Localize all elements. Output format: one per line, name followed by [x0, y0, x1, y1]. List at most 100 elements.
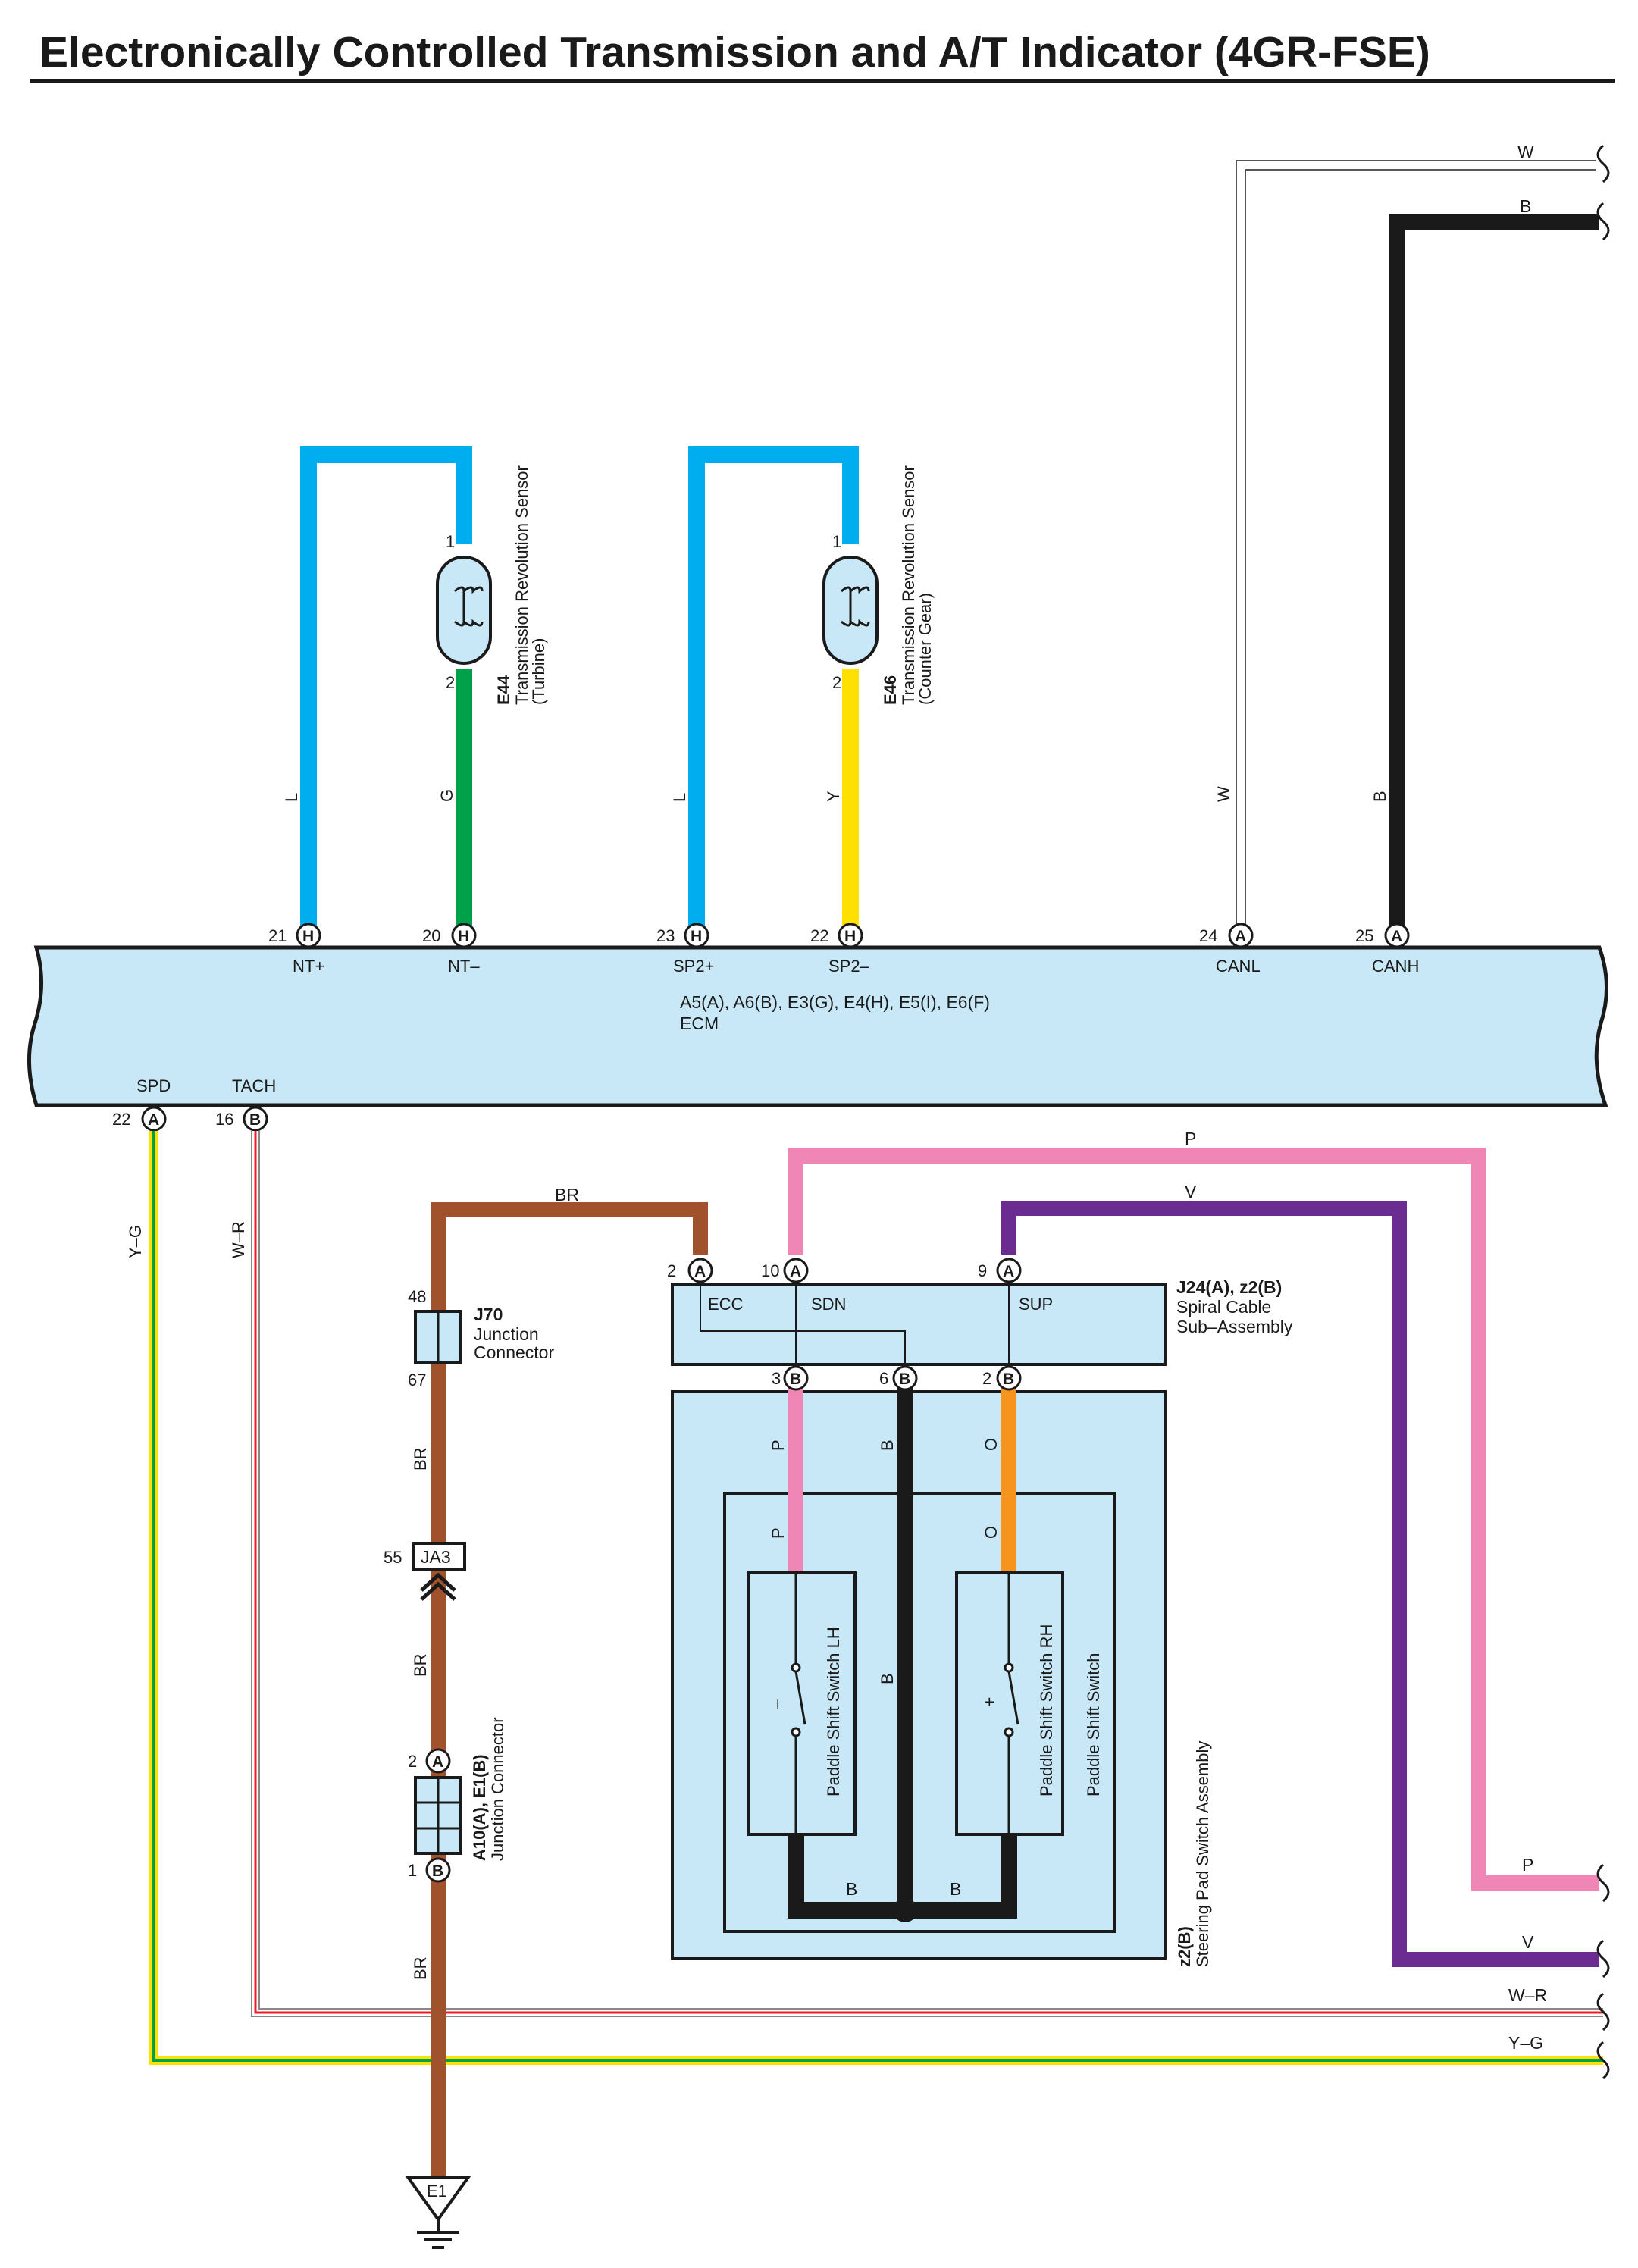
a10-pin-top: 2	[408, 1752, 417, 1771]
svg-text:16: 16	[215, 1110, 233, 1129]
svg-text:A: A	[1235, 928, 1246, 945]
svg-text:25: 25	[1355, 926, 1373, 945]
svg-text:9: 9	[978, 1261, 987, 1280]
svg-text:22: 22	[112, 1110, 130, 1129]
svg-text:21: 21	[268, 926, 287, 945]
j70-id: J70	[474, 1305, 503, 1324]
splice-b	[893, 1898, 917, 1922]
wire-label-br-top: BR	[555, 1185, 579, 1204]
svg-text:H: H	[302, 928, 314, 945]
ecm-pin-nt-plus: H 21 NT+	[268, 923, 324, 976]
a10-name: Junction Connector	[488, 1717, 507, 1861]
svg-text:A: A	[1391, 928, 1402, 945]
wire-label-w-top: W	[1517, 142, 1534, 161]
svg-text:23: 23	[656, 926, 675, 945]
svg-text:H: H	[691, 928, 702, 945]
wire-label-y: Y	[824, 791, 843, 802]
j70-pin-top: 48	[408, 1287, 426, 1306]
spiral-name2: Sub–Assembly	[1176, 1317, 1293, 1336]
svg-text:SPD: SPD	[136, 1076, 171, 1095]
svg-text:B: B	[790, 1371, 801, 1388]
paddle-switch-label: Paddle Shift Switch	[1084, 1652, 1103, 1797]
wire-label-b: B	[1370, 791, 1389, 802]
ecm-pin-sp2-minus: H 22 SP2–	[810, 923, 870, 976]
wire-label-wr-right: W–R	[1508, 1985, 1547, 2005]
wire-b-canh	[1389, 214, 1599, 931]
ecm-name: ECM	[680, 1013, 719, 1033]
wire-label-yg-right: Y–G	[1508, 2033, 1543, 2053]
spiral-pin-10a: A 10	[761, 1258, 809, 1283]
ja3-chevron-icon	[420, 1572, 456, 1601]
steering-name: Steering Pad Switch Assembly	[1193, 1741, 1212, 1967]
svg-text:H: H	[458, 928, 469, 945]
spiral-pin-6b: B 6	[879, 1365, 918, 1391]
switch-lh-label: Paddle Shift Switch LH	[824, 1627, 843, 1797]
svg-text:H: H	[844, 928, 856, 945]
e46-pin1: 1	[832, 532, 841, 551]
svg-text:20: 20	[422, 926, 440, 945]
wire-label-b-bot2: B	[950, 1879, 961, 1899]
wire-label-p2: P	[769, 1527, 788, 1539]
wire-label-p1: P	[769, 1439, 788, 1451]
svg-text:B: B	[249, 1111, 261, 1129]
wire-label-l2: L	[670, 793, 689, 802]
svg-text:22: 22	[810, 926, 828, 945]
spiral-internal-ecc	[700, 1283, 906, 1364]
svg-text:CANL: CANL	[1216, 957, 1261, 976]
switch-rh-contact-icon	[1004, 1573, 1019, 1834]
wire-label-wr: W–R	[229, 1221, 248, 1258]
j70-pin-bot: 67	[408, 1371, 426, 1389]
svg-text:TACH: TACH	[232, 1076, 276, 1095]
wire-label-o1: O	[982, 1438, 1001, 1451]
svg-text:A: A	[790, 1263, 801, 1280]
svg-text:6: 6	[879, 1369, 888, 1388]
a10-pin-top-circle	[425, 1748, 451, 1774]
wire-label-v-right: V	[1522, 1932, 1534, 1952]
ground-e1-id: E1	[427, 2182, 447, 2201]
ecm-codes: A5(A), A6(B), E3(G), E4(H), E5(I), E6(F)	[680, 992, 990, 1012]
e44-sub: (Turbine)	[529, 638, 548, 705]
e44-pin2: 2	[446, 673, 455, 692]
svg-text:2: 2	[667, 1261, 676, 1280]
wire-label-b1: B	[878, 1439, 897, 1451]
switch-rh-plus: +	[979, 1697, 999, 1707]
svg-text:10: 10	[761, 1261, 779, 1280]
svg-text:NT+: NT+	[293, 957, 324, 976]
j70-name1: Junction	[474, 1324, 539, 1344]
title-underline	[30, 79, 1615, 83]
wire-label-b-bot1: B	[846, 1879, 857, 1899]
wire-br-top	[431, 1202, 708, 1310]
wire-label-b-mid: B	[878, 1673, 897, 1684]
svg-text:3: 3	[772, 1369, 781, 1388]
sensor-e46-coil-icon	[841, 586, 870, 627]
svg-text:SP2+: SP2+	[673, 957, 714, 976]
svg-text:SP2–: SP2–	[828, 957, 870, 976]
wire-w-canl	[1236, 160, 1596, 931]
ground-e1-icon	[405, 2176, 471, 2223]
spiral-pin-2b: B 2	[982, 1365, 1022, 1391]
a10-id: A10(A), E1(B)	[470, 1754, 489, 1861]
ecm-body	[27, 945, 1609, 1107]
ecm-pin-tach: TACH B 16	[215, 1076, 276, 1132]
break-mark-w	[1596, 144, 1610, 183]
svg-text:A: A	[694, 1263, 706, 1280]
wire-v	[1001, 1201, 1599, 1967]
svg-text:CANH: CANH	[1372, 957, 1419, 976]
svg-text:NT–: NT–	[448, 957, 480, 976]
ecm-pin-spd: SPD A 22	[112, 1076, 171, 1132]
page-title: Electronically Controlled Transmission a…	[39, 28, 1430, 77]
wire-l-e46	[688, 446, 859, 931]
wire-label-br2: BR	[411, 1653, 430, 1677]
spiral-pin-2a: A 2	[667, 1258, 713, 1283]
wire-yg-stripe	[152, 1131, 1603, 2062]
a10-pin-bot-circle	[425, 1857, 451, 1883]
svg-text:B: B	[899, 1371, 910, 1388]
wire-wr-stripe	[254, 1131, 1603, 2014]
e46-name: Transmission Revolution Sensor	[899, 465, 918, 705]
ecm-pin-canh: A 25 CANH	[1355, 923, 1419, 976]
ecm-pin-nt-minus: H 20 NT–	[422, 923, 480, 976]
switch-rh-label: Paddle Shift Switch RH	[1037, 1624, 1056, 1797]
wire-label-yg: Y–G	[126, 1225, 145, 1258]
a10-conn-bot: B	[432, 1862, 443, 1880]
